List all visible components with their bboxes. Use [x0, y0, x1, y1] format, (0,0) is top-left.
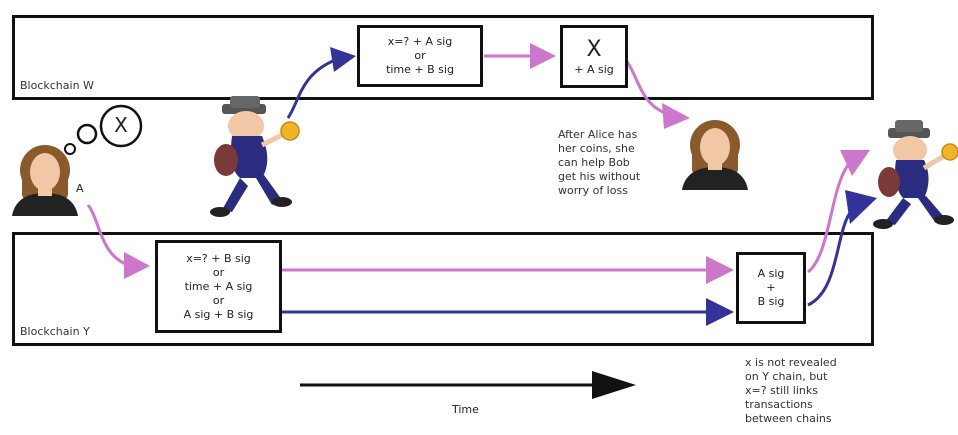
arrow-alice-to-y-tx1 — [86, 204, 150, 279]
tx-y-hashlock-line-5: A sig + B sig — [183, 307, 254, 321]
tx-y-hashlock-line-2: or — [212, 265, 225, 279]
alice-label: A — [76, 182, 84, 195]
tx-w-claim: X + A sig — [560, 25, 628, 88]
tx-w-claim-x: X — [586, 36, 602, 62]
tx-y-hashlock-line-1: x=? + B sig — [186, 251, 251, 265]
alice-note-line-3: can help Bob — [558, 156, 630, 169]
arrow-y-tx2-to-bob-pink — [806, 150, 870, 274]
tx-y-multisig-line-3: B sig — [757, 295, 785, 308]
bottom-note-line-4: transactions — [745, 398, 813, 411]
arrow-y-blue-long — [282, 298, 734, 326]
arrow-bob-to-w-tx1 — [286, 47, 356, 119]
arrow-y-tx2-to-bob-blue — [807, 190, 877, 307]
time-arrow — [300, 371, 636, 399]
alice-left-avatar — [12, 145, 78, 216]
tx-y-hashlock-line-4: or — [212, 293, 225, 307]
arrow-w-tx1-to-tx2 — [484, 43, 556, 69]
bottom-note-line-2: on Y chain, but — [745, 370, 828, 383]
alice-note-line-1: After Alice has — [558, 128, 638, 141]
tx-w-hashlock-line-2: or — [414, 49, 426, 62]
arrow-y-pink-long — [282, 256, 734, 284]
thought-bubble-main — [99, 104, 143, 148]
arrow-w-tx2-to-alice — [624, 59, 690, 129]
tx-y-multisig-line-1: A sig — [757, 267, 785, 280]
tx-y-multisig-line-2: + — [766, 281, 776, 294]
bottom-note-line-5: between chains — [745, 412, 832, 425]
bottom-note-line-3: x=? still links — [745, 384, 818, 397]
alice-note-line-4: get his without — [558, 170, 641, 183]
blockchain-w-label: Blockchain W — [20, 79, 94, 92]
tx-w-hashlock-line-1: x=? + A sig — [387, 35, 453, 48]
bob-middle-avatar — [210, 96, 300, 217]
tx-y-multisig: A sig + B sig — [736, 252, 806, 324]
tx-w-hashlock-line-3: time + B sig — [386, 63, 454, 76]
thought-x-symbol: X — [114, 113, 128, 137]
blockchain-y-label: Blockchain Y — [20, 325, 90, 338]
tx-y-hashlock-line-3: time + A sig — [184, 279, 253, 293]
bottom-note: x is not revealed on Y chain, but x=? st… — [745, 356, 837, 426]
tx-w-hashlock: x=? + A sig or time + B sig — [357, 25, 483, 87]
tx-w-claim-line: + A sig — [574, 62, 614, 76]
bottom-note-line-1: x is not revealed — [745, 356, 837, 369]
alice-right-avatar — [682, 120, 748, 190]
bob-right-avatar — [873, 120, 958, 229]
alice-note-line-2: her coins, she — [558, 142, 635, 155]
time-label: Time — [452, 403, 479, 416]
alice-note: After Alice has her coins, she can help … — [558, 128, 640, 198]
alice-note-line-5: worry of loss — [558, 184, 628, 197]
thought-bubbles — [64, 123, 98, 155]
tx-y-hashlock: x=? + B sig or time + A sig or A sig + B… — [155, 240, 282, 333]
